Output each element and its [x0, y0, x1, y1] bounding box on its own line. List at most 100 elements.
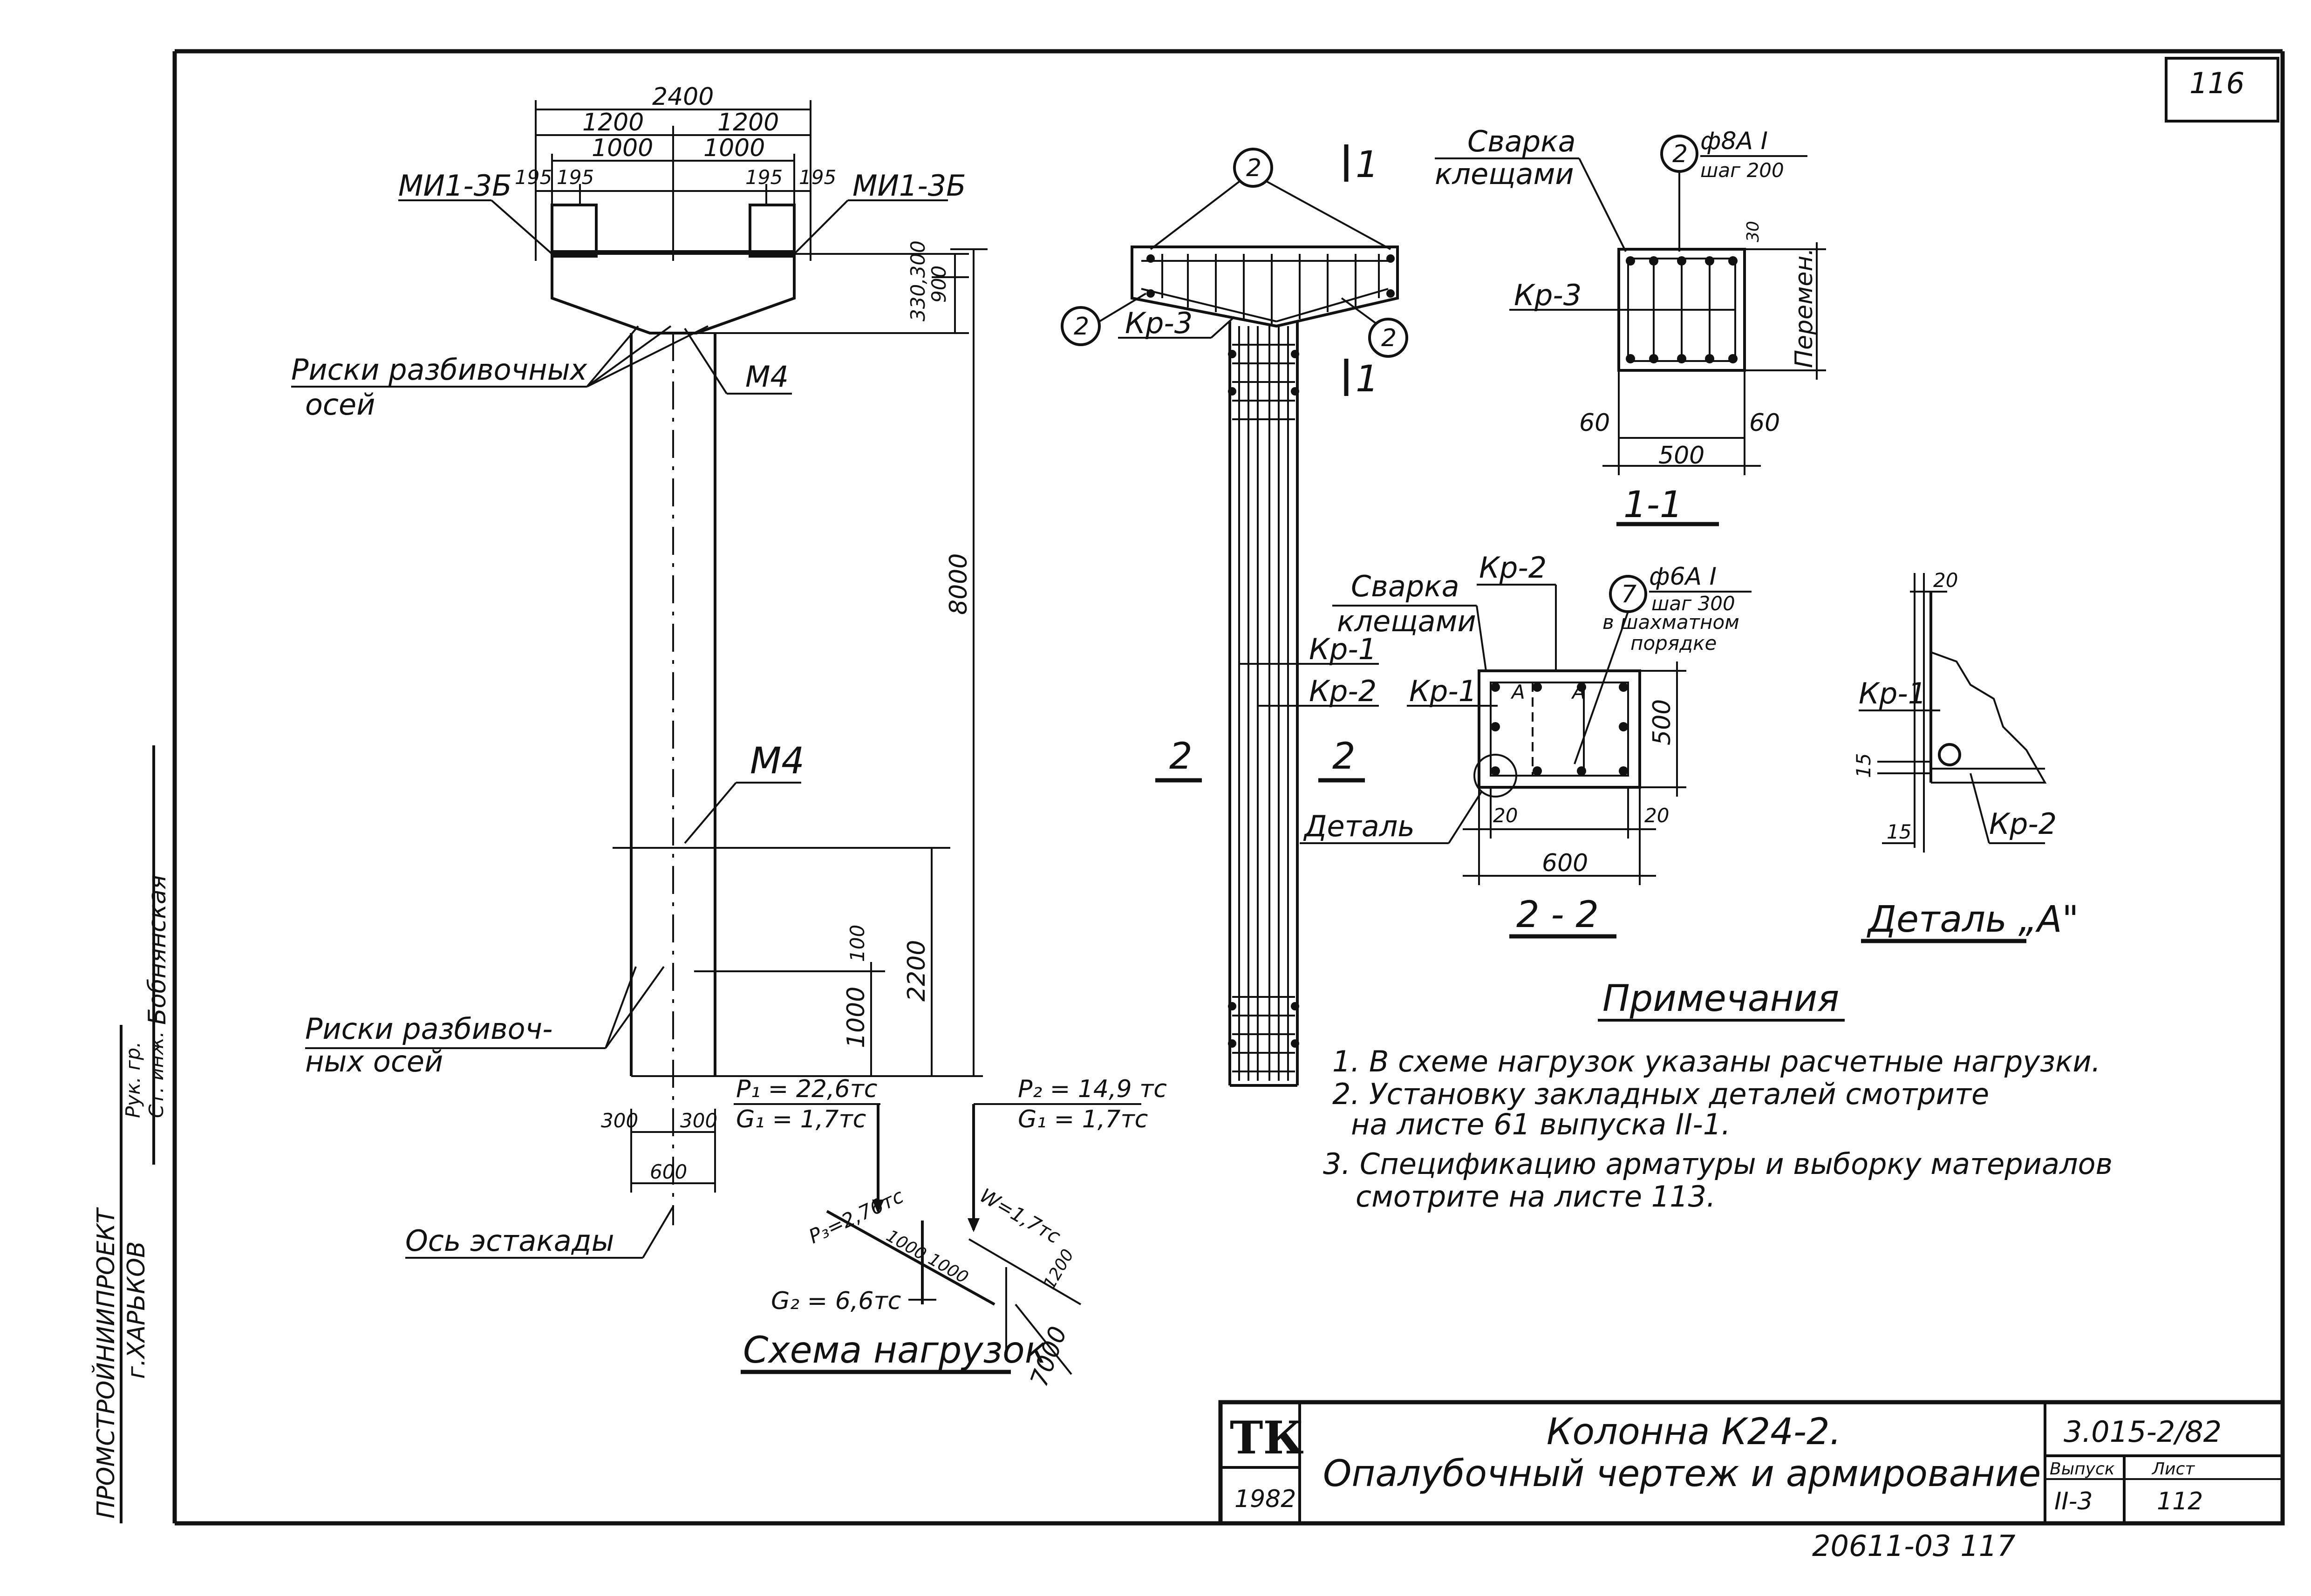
s22-mark-a-2: А [1571, 681, 1586, 703]
dim-195-b: 195 [557, 166, 594, 189]
ls-g2: G₂ = 6,6тс [771, 1287, 901, 1315]
ls-dim-1200: 1200 [1040, 1246, 1077, 1293]
dim-300-left: 300 [601, 1109, 638, 1132]
s22-step: шаг 300 [1651, 592, 1735, 615]
ls-p1: P₁ = 22,6тс [736, 1075, 878, 1103]
stamp-role-1: Рук. гр. [122, 1042, 144, 1118]
note-2: 2. Установку закладных деталей смотрите [1332, 1077, 1989, 1111]
s22-mark-a-1: А [1510, 681, 1525, 703]
s11-bubble: 2 [1672, 140, 1688, 168]
dim-2400: 2400 [652, 83, 714, 111]
note-2-cont: на листе 61 выпуска II-1. [1351, 1107, 1731, 1141]
section-1-1: Сварка клещами 2 ф8А I шаг 200 Кр-3 30 П… [1435, 124, 1826, 526]
dim-2200: 2200 [903, 940, 931, 1002]
label-mi-left: МИ1-3Б [398, 169, 512, 203]
tb-title-1: Колонна К24-2. [1547, 1411, 1841, 1453]
s22-title: 2 - 2 [1516, 894, 1599, 936]
ls-w: W=1,7тс [976, 1184, 1064, 1248]
tb-title-2: Опалубочный чертеж и армирование [1323, 1453, 2041, 1495]
s22-bar: ф6А I [1649, 563, 1717, 591]
dim-195-a: 195 [515, 166, 552, 189]
ls-dim-1000-b: 1000 [925, 1249, 972, 1287]
dim-100: 100 [846, 925, 869, 962]
da-kr2: Кр-2 [1989, 807, 2057, 841]
tb-sheet-value: 112 [2157, 1487, 2203, 1515]
stamp-org-2: г.ХАРЬКОВ [123, 1241, 150, 1379]
column-elevation: 2400 1200 1200 1000 1000 195 195 195 195… [291, 83, 988, 1259]
s11-kr3: Кр-3 [1514, 278, 1582, 312]
note-1: 1. В схеме нагрузок указаны расчетные на… [1332, 1044, 2100, 1078]
ls-p2: P₂ = 14,9 тс [1018, 1075, 1167, 1103]
label-risks-top-2: осей [305, 388, 375, 422]
dim-600: 600 [650, 1160, 687, 1183]
label-mi-right: МИ1-3Б [852, 169, 966, 203]
section-2-2: Сварка клещами Кр-2 7 ф6А I шаг 300 в ша… [1300, 551, 1752, 939]
dim-1000: 1000 [842, 987, 870, 1048]
dim-1000-left: 1000 [592, 134, 653, 162]
tb-year: 1982 [1234, 1485, 1296, 1513]
da-kr1: Кр-1 [1859, 676, 1926, 710]
dim-8000: 8000 [945, 553, 973, 615]
s11-weld-2: клещами [1435, 157, 1574, 191]
bar-dots [1146, 254, 1395, 1048]
s22-weld-2: клещами [1337, 604, 1476, 638]
label-m4-mid: М4 [750, 740, 804, 782]
footer-number: 20611-03 117 [1812, 1529, 2016, 1563]
section-mark-1b: 1 [1356, 358, 1379, 400]
tb-code: 3.015-2/82 [2064, 1415, 2222, 1449]
s22-detail: Деталь [1303, 809, 1415, 843]
s11-step: шаг 200 [1700, 159, 1784, 182]
s11-title: 1-1 [1623, 484, 1683, 526]
s22-kr1: Кр-1 [1409, 674, 1477, 708]
title-block: ТК 1982 Колонна К24-2. Опалубочный черте… [1218, 1400, 2285, 1526]
s22-pattern-1: в шахматном [1602, 611, 1739, 634]
ls-g1-left: G₁ = 1,7тс [736, 1105, 866, 1133]
label-kr1: Кр-1 [1309, 632, 1377, 666]
note-3-cont: смотрите на листе 113. [1356, 1180, 1716, 1214]
notes: Примечания 1. В схеме нагрузок указаны р… [1323, 978, 2113, 1214]
s22-dim-500: 500 [1648, 699, 1676, 745]
label-axis: Ось эстакады [405, 1224, 614, 1258]
tb-issue-label: Выпуск [2050, 1460, 2115, 1479]
top-stirrups [1232, 344, 1295, 420]
tb-issue-value: II-3 [2054, 1487, 2093, 1515]
tb-logo: ТК [1230, 1412, 1304, 1464]
side-stamp: ПРОМСТРОЙНИИПРОЕКТ г.ХАРЬКОВ Рук. гр. Ст… [92, 745, 171, 1523]
dim-1200-left: 1200 [582, 109, 644, 136]
stamp-role-2: Ст. инж. [145, 1031, 168, 1118]
label-risks-top-1: Риски разбивочных [291, 353, 588, 387]
dim-900: 900 [927, 266, 950, 303]
s22-bubble: 7 [1621, 580, 1636, 608]
section-mark-2a: 2 [1169, 736, 1193, 778]
cap-bars [1161, 254, 1380, 324]
dim-195-d: 195 [799, 166, 836, 189]
s22-dim-600: 600 [1542, 849, 1588, 877]
da-dim-15-a: 15 [1852, 753, 1875, 778]
s11-weld-1: Сварка [1467, 124, 1576, 158]
label-risks-bottom-1: Риски разбивоч- [305, 1012, 553, 1046]
s22-weld-1: Сварка [1351, 569, 1459, 603]
s11-bar: ф8А I [1700, 127, 1768, 155]
ls-title: Схема нагрузок [743, 1330, 1047, 1371]
load-scheme: P₁ = 22,6тс G₁ = 1,7тс P₂ = 14,9 тс G₁ =… [734, 1075, 1167, 1390]
section-mark-2b: 2 [1332, 736, 1356, 778]
bubble-2-top: 2 [1246, 154, 1261, 182]
bubble-2-right: 2 [1381, 324, 1397, 352]
bubble-2-left: 2 [1074, 313, 1089, 341]
s11-dim-30: 30 [1744, 221, 1763, 242]
label-risks-bottom-2: ных осей [305, 1044, 443, 1078]
tb-sheet-label: Лист [2151, 1460, 2195, 1479]
s11-dim-60-left: 60 [1579, 409, 1610, 437]
sheet-number: 116 [2189, 66, 2244, 100]
dim-330-300: 330,300 [907, 240, 929, 321]
notes-title: Примечания [1602, 978, 1839, 1020]
s22-pattern-2: порядке [1630, 632, 1717, 655]
da-dim-20: 20 [1933, 569, 1958, 592]
reinforcement-elevation: 2 2 2 Кр-3 1 1 2 2 Кр-1 Кр-2 [1061, 144, 1408, 1087]
s22-dim-20-left: 20 [1493, 804, 1518, 827]
s11-variable: Перемен. [1790, 248, 1818, 368]
dim-195-c: 195 [745, 166, 783, 189]
s22-kr2: Кр-2 [1479, 551, 1547, 585]
ls-g1-right: G₁ = 1,7тс [1018, 1105, 1148, 1133]
